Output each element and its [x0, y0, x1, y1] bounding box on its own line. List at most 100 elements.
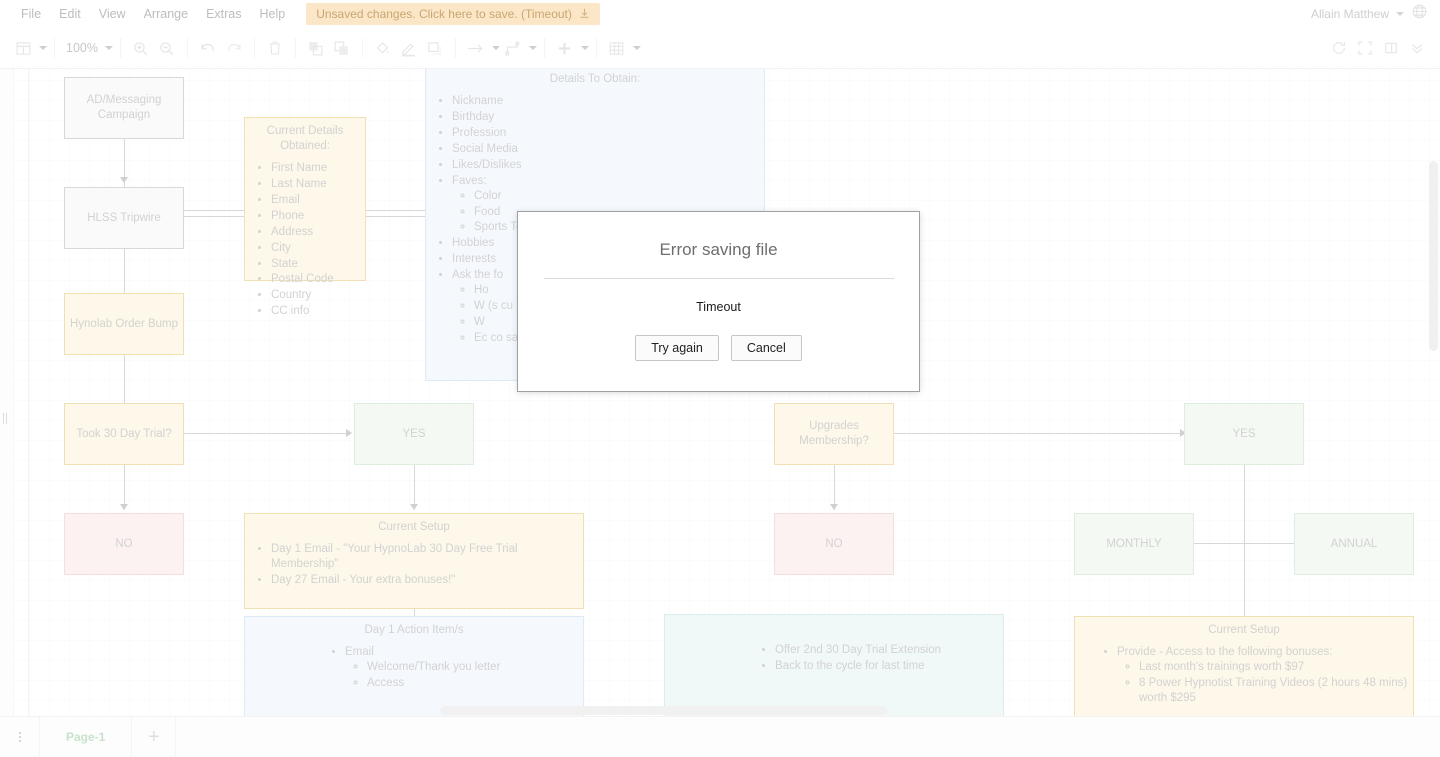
- list-item: First Name: [271, 161, 365, 176]
- connection-arrow-icon[interactable]: [463, 35, 489, 61]
- list-item-label: Ask the fo: [452, 269, 504, 282]
- zoom-dropdown-caret[interactable]: [104, 46, 113, 50]
- menu-help[interactable]: Help: [259, 7, 286, 21]
- node-ad-messaging-campaign[interactable]: AD/Messaging Campaign: [64, 77, 184, 139]
- toolbar-divider: [253, 38, 255, 58]
- offer-extension-list: Offer 2nd 30 Day Trial Extension Back to…: [665, 643, 1003, 675]
- globe-icon[interactable]: [1411, 3, 1428, 25]
- node-label: Hynolab Order Bump: [69, 317, 179, 330]
- shadow-icon[interactable]: [422, 35, 448, 61]
- list-item: Postal Code: [271, 272, 365, 287]
- node-trial-yes[interactable]: YES: [354, 403, 474, 465]
- node-upgrade-yes[interactable]: YES: [1184, 403, 1304, 465]
- toolbar-group-table: [604, 35, 641, 61]
- list-item: Day 1 Email - "Your HypnoLab 30 Day Free…: [271, 542, 583, 572]
- zoom-in-icon[interactable]: [128, 35, 154, 61]
- dialog-divider: [543, 278, 894, 279]
- node-current-setup-left[interactable]: Current Setup Day 1 Email - "Your HypnoL…: [244, 513, 584, 609]
- unsaved-changes-banner[interactable]: Unsaved changes. Click here to save. (Ti…: [306, 3, 600, 25]
- list-item: Back to the cycle for last time: [775, 659, 1003, 674]
- node-took-30-day-trial[interactable]: Took 30 Day Trial?: [64, 403, 184, 465]
- toolbar-group-insert: [552, 35, 589, 61]
- node-title: Current Setup: [378, 521, 450, 533]
- waypoints-dropdown-caret[interactable]: [528, 46, 537, 50]
- to-front-icon[interactable]: [303, 35, 329, 61]
- node-day1-action-items[interactable]: Day 1 Action Item/s Email Welcome/Thank …: [244, 616, 584, 716]
- node-hlss-tripwire[interactable]: HLSS Tripwire: [64, 187, 184, 249]
- list-item: Offer 2nd 30 Day Trial Extension: [775, 643, 1003, 658]
- fullscreen-icon[interactable]: [1352, 35, 1378, 61]
- toolbar-group-layout: [10, 35, 47, 61]
- zoom-level-label[interactable]: 100%: [66, 41, 98, 55]
- dialog-message: Timeout: [696, 300, 741, 314]
- edge-tripwire-details-b: [184, 216, 244, 217]
- menu-extras[interactable]: Extras: [206, 7, 242, 21]
- node-label: ANNUAL: [1330, 537, 1378, 550]
- layout-dropdown-caret[interactable]: [39, 46, 47, 50]
- user-name-label[interactable]: Allain Matthew: [1310, 7, 1389, 21]
- waypoints-icon[interactable]: [500, 35, 526, 61]
- edge-monthly-annual: [1180, 543, 1310, 544]
- node-title: Current Details Obtained:: [266, 125, 344, 152]
- insert-icon[interactable]: [552, 35, 578, 61]
- add-page-button[interactable]: +: [132, 716, 177, 757]
- delete-icon[interactable]: [262, 35, 288, 61]
- node-hynolab-order-bump[interactable]: Hynolab Order Bump: [64, 293, 184, 355]
- arrow-trial-to-no: [120, 504, 128, 510]
- list-item: CC info: [271, 304, 365, 319]
- refresh-icon[interactable]: [1326, 35, 1352, 61]
- table-dropdown-caret[interactable]: [632, 46, 641, 50]
- to-back-icon[interactable]: [329, 35, 355, 61]
- node-monthly[interactable]: MONTHLY: [1074, 513, 1194, 575]
- node-upgrades-membership[interactable]: Upgrades Membership?: [774, 403, 894, 465]
- node-trial-no[interactable]: NO: [64, 513, 184, 575]
- vertical-scrollbar-thumb[interactable]: [1429, 161, 1438, 351]
- node-title: Day 1 Action Item/s: [364, 624, 464, 636]
- zoom-out-icon[interactable]: [154, 35, 180, 61]
- list-item: Ec co sa: [474, 331, 764, 346]
- menu-view[interactable]: View: [98, 7, 126, 21]
- canvas-guide-line: [28, 69, 29, 716]
- horizontal-scrollbar-thumb[interactable]: [440, 706, 887, 715]
- table-icon[interactable]: [604, 35, 630, 61]
- left-ruler-rail[interactable]: [0, 69, 14, 757]
- node-current-setup-right[interactable]: Current Setup Provide - Access to the fo…: [1074, 616, 1414, 716]
- diagram-canvas[interactable]: AD/Messaging Campaign HLSS Tripwire Hyno…: [14, 69, 1440, 716]
- layout-icon[interactable]: [10, 35, 36, 61]
- cancel-button[interactable]: Cancel: [730, 335, 802, 361]
- node-annual[interactable]: ANNUAL: [1294, 513, 1414, 575]
- list-item: Food: [474, 205, 764, 220]
- list-item: Likes/Dislikes: [452, 158, 764, 173]
- collapse-icon[interactable]: [1404, 35, 1430, 61]
- fill-color-icon[interactable]: [370, 35, 396, 61]
- node-offer-extension[interactable]: Offer 2nd 30 Day Trial Extension Back to…: [664, 614, 1004, 716]
- try-again-button[interactable]: Try again: [635, 335, 719, 361]
- format-panel-icon[interactable]: [1378, 35, 1404, 61]
- rail-collapse-handle[interactable]: [3, 413, 10, 424]
- list-item: W (s cu: [474, 299, 764, 314]
- horizontal-scrollbar[interactable]: [0, 705, 1440, 716]
- page-tab-page-1[interactable]: Page-1: [40, 716, 133, 757]
- node-current-details-obtained[interactable]: Current Details Obtained: First Name Las…: [244, 117, 366, 317]
- undo-icon[interactable]: [195, 35, 221, 61]
- details-to-obtain-list: Nickname Birthday Profession Social Medi…: [426, 94, 764, 347]
- menu-arrange[interactable]: Arrange: [143, 7, 189, 21]
- vertical-scrollbar[interactable]: [1429, 69, 1438, 709]
- menu-edit[interactable]: Edit: [59, 7, 81, 21]
- list-item: Ask the fo Ho W (s cu W Ec co sa: [452, 268, 764, 346]
- menu-file[interactable]: File: [21, 7, 42, 21]
- arrow-upgrade-to-no: [830, 504, 838, 510]
- line-color-icon[interactable]: [396, 35, 422, 61]
- current-details-list: First Name Last Name Email Phone Address…: [245, 161, 365, 320]
- page-menu-icon[interactable]: [0, 716, 40, 757]
- list-item: Birthday: [452, 110, 764, 125]
- insert-dropdown-caret[interactable]: [580, 46, 589, 50]
- node-upgrade-no[interactable]: NO: [774, 513, 894, 575]
- node-title: Details To Obtain:: [549, 73, 641, 85]
- chevron-down-icon[interactable]: [1396, 12, 1404, 16]
- error-saving-dialog: Error saving file Timeout Try again Canc…: [517, 211, 920, 392]
- connection-dropdown-caret[interactable]: [491, 46, 500, 50]
- edge-upgrade-to-no: [834, 464, 835, 510]
- redo-icon[interactable]: [221, 35, 247, 61]
